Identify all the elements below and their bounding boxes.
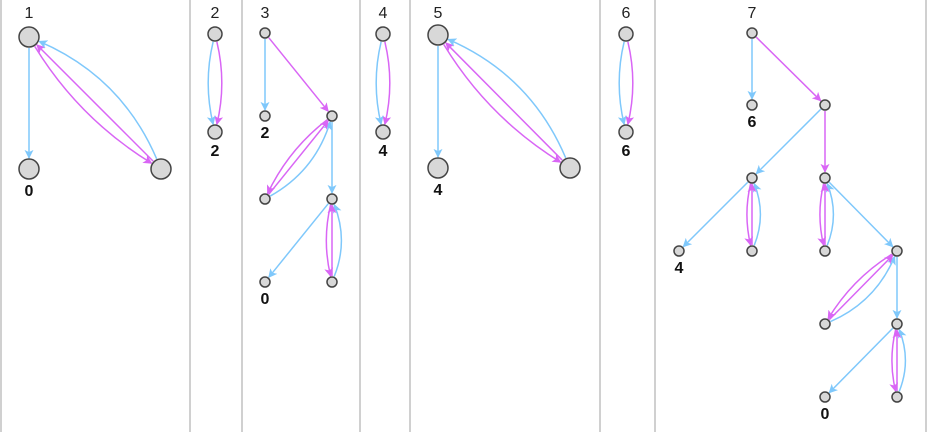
- edge-magenta: [755, 36, 822, 102]
- graph-node: [259, 193, 271, 205]
- edge-magenta: [214, 41, 224, 126]
- edge-magenta: [268, 37, 329, 113]
- graph-node: [819, 245, 831, 257]
- edge-blue: [269, 120, 333, 197]
- edge-blue: [374, 41, 384, 126]
- graph-node: [618, 124, 634, 140]
- graph-node: [18, 158, 40, 180]
- graph-node: [819, 99, 831, 111]
- edge-magenta: [625, 41, 635, 126]
- edge-magenta: [268, 119, 329, 195]
- edge-blue: [617, 41, 627, 126]
- node-label: 0: [261, 291, 270, 308]
- edge-magenta: [443, 44, 562, 163]
- node-label: 0: [25, 183, 34, 200]
- edge-blue: [333, 203, 343, 277]
- edge-blue: [755, 108, 822, 175]
- panel-title: 7: [748, 5, 757, 22]
- panel-3: 3 2 0: [259, 5, 343, 308]
- edge-magenta: [889, 329, 899, 393]
- node-label: 4: [379, 143, 388, 160]
- panel-5: 54: [427, 5, 581, 199]
- graph-node: [746, 27, 758, 39]
- graph-node: [259, 276, 271, 288]
- edge-blue: [268, 203, 329, 279]
- edge-magenta: [324, 204, 334, 278]
- graph-node: [891, 391, 903, 403]
- graph-node: [207, 124, 223, 140]
- panel-title: 1: [25, 5, 34, 22]
- graph-node: [819, 391, 831, 403]
- edge-blue: [447, 38, 567, 159]
- node-label: 6: [622, 143, 631, 160]
- node-label: 4: [434, 182, 443, 199]
- graph-node: [673, 245, 685, 257]
- edge-blue: [826, 182, 835, 246]
- edge-magenta: [828, 254, 894, 321]
- edge-magenta: [382, 41, 392, 126]
- graph-node: [259, 27, 271, 39]
- graph-node: [427, 157, 449, 179]
- graph-node: [559, 157, 581, 179]
- graph-node: [427, 24, 449, 46]
- graph-node: [746, 172, 758, 184]
- edge-magenta: [34, 45, 153, 164]
- edge-magenta: [266, 119, 328, 195]
- graph-node: [891, 318, 903, 330]
- panel-6: 66: [617, 5, 635, 160]
- edge-blue: [682, 181, 749, 248]
- edge-magenta: [36, 44, 154, 162]
- panel-title: 3: [261, 5, 270, 22]
- edge-blue: [828, 327, 894, 394]
- graph-node: [746, 99, 758, 111]
- edge-blue: [206, 41, 216, 126]
- graph-node: [326, 110, 338, 122]
- graph-node: [326, 193, 338, 205]
- panel-7: 7 6 4 0: [673, 5, 907, 423]
- edge-blue: [828, 181, 894, 248]
- panel-title: 4: [379, 5, 388, 22]
- graph-node: [819, 172, 831, 184]
- graph-node: [819, 318, 831, 330]
- node-label: 4: [675, 260, 684, 277]
- graph-node: [18, 26, 40, 48]
- edge-blue: [38, 40, 158, 160]
- node-label: 0: [821, 406, 830, 423]
- node-label: 6: [748, 114, 757, 131]
- node-label: 2: [261, 125, 270, 142]
- edge-blue: [830, 255, 896, 323]
- panel-2: 22: [206, 5, 224, 160]
- panel-4: 44: [374, 5, 392, 160]
- graph-node: [618, 26, 634, 42]
- graph-node: [326, 276, 338, 288]
- edge-magenta: [817, 183, 827, 247]
- graph-node: [891, 245, 903, 257]
- edge-magenta: [445, 42, 563, 161]
- graph-node: [375, 124, 391, 140]
- edge-blue: [753, 182, 762, 246]
- edge-magenta: [744, 183, 754, 247]
- graph-node: [207, 26, 223, 42]
- node-label: 2: [211, 143, 220, 160]
- graph-node: [150, 158, 172, 180]
- edge-magenta: [827, 253, 893, 320]
- panel-title: 6: [622, 5, 631, 22]
- graph-node: [746, 245, 758, 257]
- graph-node: [375, 26, 391, 42]
- graph-node: [259, 110, 271, 122]
- panel-title: 5: [434, 5, 443, 22]
- panel-1: 10: [18, 5, 172, 200]
- edge-blue: [898, 328, 907, 392]
- panel-title: 2: [211, 5, 220, 22]
